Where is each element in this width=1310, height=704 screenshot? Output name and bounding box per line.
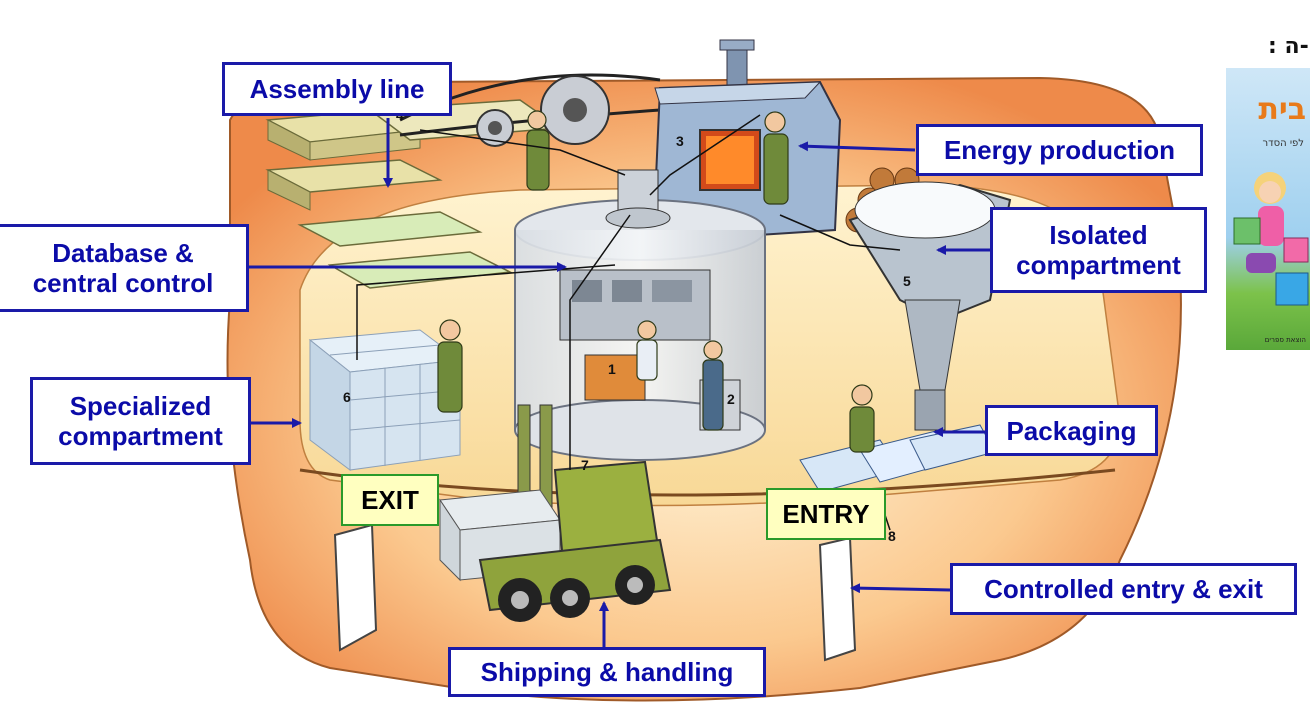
number-2: 2 (727, 391, 735, 407)
forklift (439, 404, 672, 622)
exit-tag: EXIT (341, 474, 439, 526)
label-isolated-line1: Isolated (1049, 220, 1148, 250)
label-arrows (248, 118, 990, 648)
label-specialized-line2: compartment (58, 421, 223, 451)
callout-lines (356, 114, 901, 531)
number-6: 6 (343, 389, 351, 405)
label-shipping-handling: Shipping & handling (448, 647, 766, 697)
number-3: 3 (676, 133, 684, 149)
book-title-fragment: בית (1258, 92, 1306, 127)
number-8: 8 (888, 528, 896, 544)
label-database-line1: Database & (52, 238, 194, 268)
number-1: 1 (608, 361, 616, 377)
book-illustration (1233, 172, 1309, 306)
label-assembly-line: Assembly line (222, 62, 452, 116)
label-specialized-compartment: Specialized compartment (30, 377, 251, 465)
label-assembly-line-text: Assembly line (249, 74, 425, 104)
label-isolated-compartment: Isolated compartment (990, 207, 1207, 293)
label-controlled-entry-exit: Controlled entry & exit (950, 563, 1297, 615)
label-database-line2: central control (32, 268, 214, 298)
sugar-bags (799, 424, 996, 493)
label-database-central-control: Database & central control (0, 224, 249, 312)
label-specialized-line1: Specialized (69, 391, 212, 421)
entry-tag: ENTRY (766, 488, 886, 540)
entry-tag-text: ENTRY (782, 498, 870, 529)
label-energy-production-text: Energy production (943, 135, 1176, 165)
number-7: 7 (581, 457, 589, 473)
label-isolated-line2: compartment (1016, 250, 1181, 280)
storage-cubes (308, 329, 462, 471)
book-subtitle-fragment: לפי הסדר (1262, 138, 1304, 149)
hopper (848, 181, 1012, 431)
exit-tag-text: EXIT (361, 484, 419, 515)
hebrew-header-fragment: : ה- (1268, 34, 1309, 59)
entry-door (818, 536, 857, 662)
label-packaging: Packaging (985, 405, 1158, 456)
label-packaging-text: Packaging (1006, 415, 1137, 446)
book-footer-fragment: הוצאת ספרים (1264, 336, 1306, 344)
exit-door (333, 523, 378, 652)
label-controlled-entry-exit-text: Controlled entry & exit (984, 574, 1263, 604)
label-shipping-handling-text: Shipping & handling (480, 657, 734, 687)
book-cover: בית לפי הסדר הוצאת ספרים (1226, 68, 1310, 350)
workers (437, 110, 875, 453)
number-5: 5 (903, 273, 911, 289)
label-energy-production: Energy production (916, 124, 1203, 176)
